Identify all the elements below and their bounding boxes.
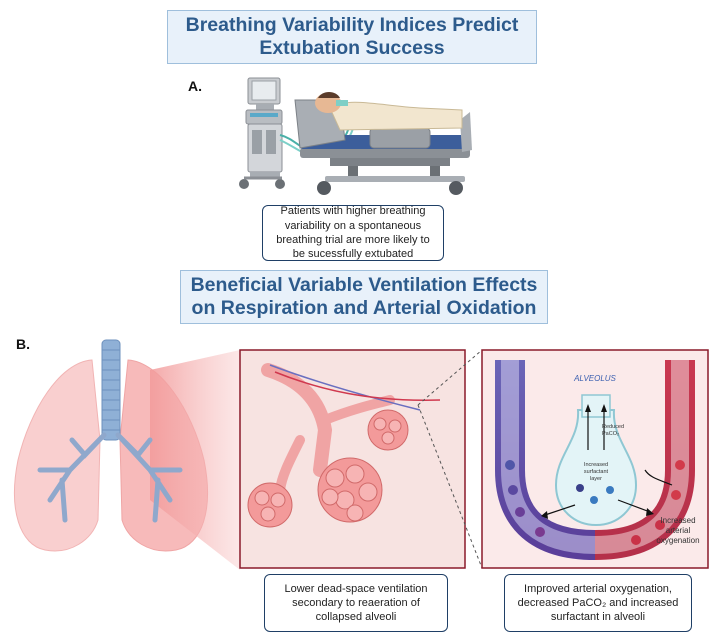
title-line-1: Breathing Variability Indices Predict	[185, 14, 519, 36]
title-variable-ventilation: Beneficial Variable Ventilation Effects …	[180, 270, 548, 324]
alveolus-capillary-illustration	[495, 360, 695, 560]
oxygenation-label-line2: arterial	[666, 526, 691, 535]
hospital-bed-icon	[294, 99, 472, 195]
zoom-connector-bottom	[417, 404, 483, 569]
reduced-label-line1: Reduced	[602, 424, 624, 430]
caption-oxygenation: Improved arterial oxygenation, decreased…	[504, 574, 692, 632]
title-line-1: Beneficial Variable Ventilation Effects	[190, 274, 538, 296]
surfactant-label-line3: layer	[590, 476, 602, 482]
surfactant-label-line1: Increased	[584, 462, 608, 468]
ventilator-icon	[239, 77, 285, 189]
panel-label-a: A.	[188, 78, 202, 94]
lungs-illustration	[14, 339, 240, 570]
alveolus-label: ALVEOLUS	[573, 374, 616, 383]
caption-extubation: Patients with higher breathing variabili…	[262, 205, 444, 261]
zoom-connector-top	[417, 349, 483, 406]
trachea-icon	[101, 339, 121, 441]
surfactant-label-line2: surfactant	[584, 469, 609, 475]
title-line-2: on Respiration and Arterial Oxidation	[191, 297, 537, 319]
oxygenation-label-line3: oxygenation	[656, 536, 699, 545]
panel-label-b: B.	[16, 336, 30, 352]
oxygenation-label-line1: Increased	[660, 516, 695, 525]
reduced-label-line2: PaCO₂	[602, 431, 619, 437]
patient-icon	[315, 92, 463, 131]
title-line-2: Extubation Success	[259, 37, 445, 59]
alveoli-cluster-illustration	[247, 363, 441, 528]
caption-dead-space: Lower dead-space ventilation secondary t…	[264, 574, 448, 632]
title-breathing-variability: Breathing Variability Indices Predict Ex…	[167, 10, 537, 64]
